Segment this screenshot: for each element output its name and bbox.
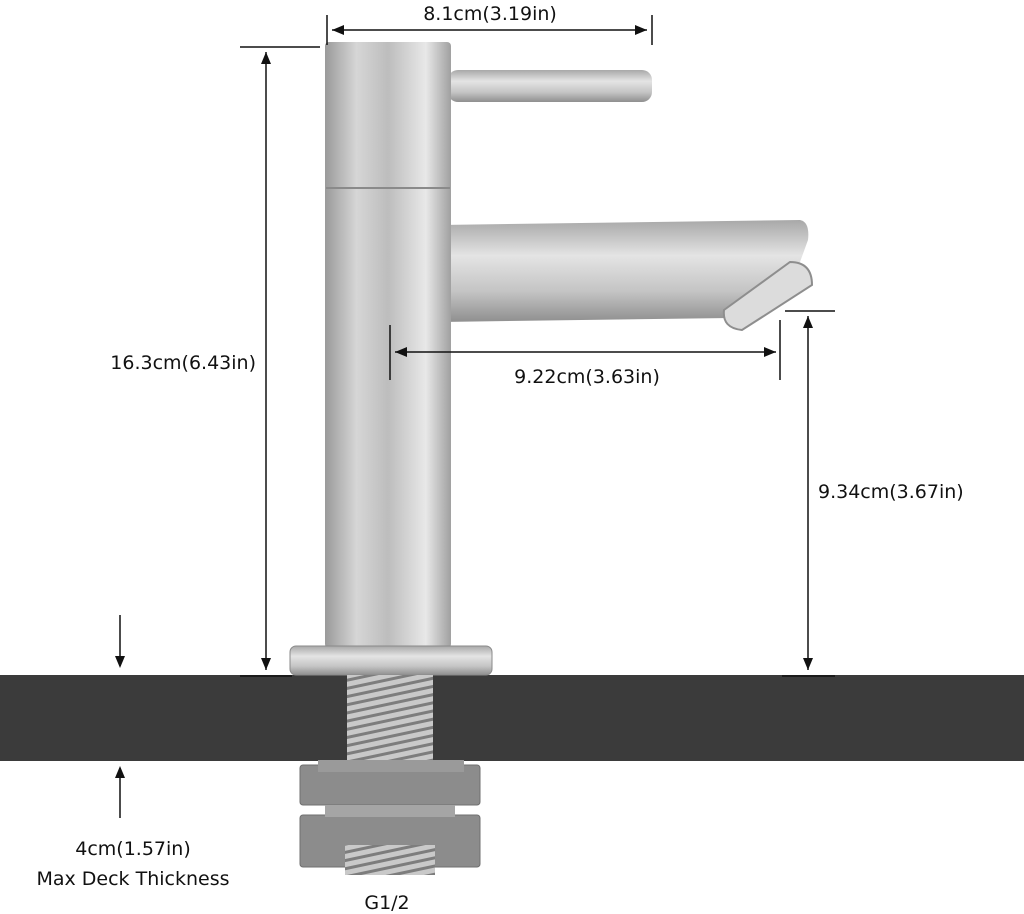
deck-thickness-note: Max Deck Thickness (36, 868, 229, 890)
faucet-aerator (722, 260, 814, 332)
threaded-shank (347, 675, 433, 765)
spout-height-label: 9.34cm(3.67in) (818, 481, 964, 503)
faucet (289, 42, 814, 875)
spout-reach-label: 9.22cm(3.63in) (514, 366, 660, 388)
height-label: 16.3cm(6.43in) (110, 352, 256, 374)
countertop (0, 675, 1024, 761)
faucet-lever (448, 70, 652, 102)
faucet-base-flange (289, 645, 493, 676)
faucet-body (325, 42, 451, 648)
width-label: 8.1cm(3.19in) (423, 3, 557, 25)
faucet-spout (432, 220, 809, 322)
mounting-nut (299, 760, 481, 875)
thread-size-label: G1/2 (364, 892, 409, 914)
dimension-lines (115, 15, 835, 818)
deck-thickness-label: 4cm(1.57in) (75, 838, 191, 860)
